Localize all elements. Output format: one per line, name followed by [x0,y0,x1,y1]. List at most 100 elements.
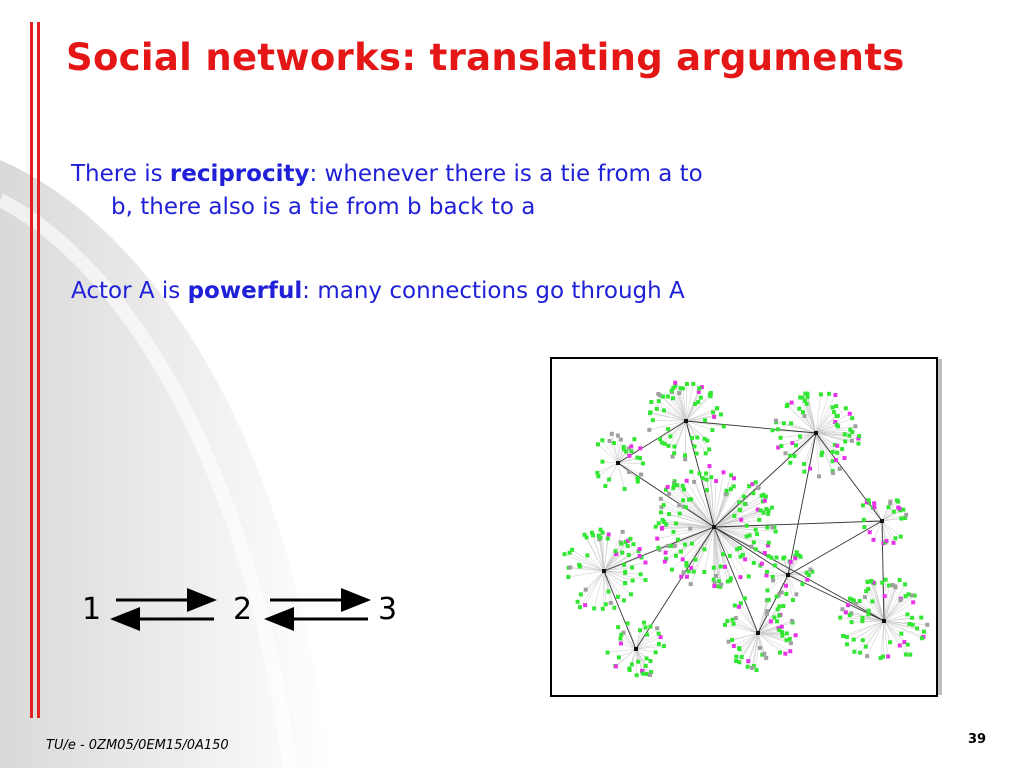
network-node [702,547,707,552]
network-edge [607,648,637,653]
network-node [897,506,902,511]
network-node [800,410,805,415]
network-node [784,591,789,596]
network-node [773,418,778,423]
network-node [764,612,769,617]
network-node [683,457,688,462]
network-node [638,572,643,577]
network-edge [679,513,715,528]
bullet-term: powerful [187,278,303,304]
network-node [703,418,708,423]
network-edge [842,620,885,637]
network-node [630,565,635,570]
network-node [902,640,907,645]
network-node [621,598,626,603]
network-node [919,615,924,620]
network-node [747,484,752,489]
network-node [583,587,588,592]
network-edge [668,420,687,447]
network-edge [713,512,764,528]
network-node [666,443,671,448]
bullet-powerful: Actor A is powerful: many connections go… [71,275,891,308]
network-edge [593,570,605,609]
network-edge [864,520,883,528]
network-node [689,541,694,546]
network-node [677,511,682,516]
network-node [905,612,910,617]
network-node [592,606,597,611]
network-edge [683,489,715,528]
bullet-text-continuation: b, there also is a tie from b back to a [111,194,536,220]
network-node [891,540,896,545]
network-node [863,644,868,649]
network-node [707,392,712,397]
network-edge [571,549,605,572]
network-edge [631,648,637,665]
network-node [636,659,641,664]
network-edge [602,532,605,572]
network-edge [621,634,637,650]
network-edge [713,526,776,532]
network-edge [815,394,836,434]
network-edge [799,432,817,437]
network-edge [757,632,765,654]
network-node [693,557,698,562]
network-node [860,619,865,624]
network-node [678,549,683,554]
network-edge [883,620,911,655]
network-node [735,547,740,552]
network-node [904,512,909,517]
network-node [671,529,676,534]
network-edge [591,532,605,572]
network-edge [685,420,713,431]
network-node [725,618,730,623]
network-edge [815,432,852,441]
network-edge [617,627,637,650]
network-node [794,550,799,555]
network-node [696,399,701,404]
network-edge [815,413,850,434]
network-edge [713,481,717,528]
network-edge [657,526,715,539]
network-edge [570,567,605,572]
network-edge [842,609,885,622]
network-node [627,668,632,673]
network-node [779,624,784,629]
network-edge [603,570,607,605]
network-edge [673,484,715,528]
network-edge [713,490,727,528]
network-node [789,618,794,623]
network-edge [787,404,817,434]
network-node [570,547,575,552]
network-node [846,603,851,608]
network-node [862,595,867,600]
network-node [711,565,716,570]
network-edge [704,526,715,573]
network-edge [757,621,778,634]
network-node [783,451,788,456]
network-node [606,589,611,594]
network-node [776,427,781,432]
network-node [622,581,627,586]
network-node [742,596,747,601]
network-node [884,538,889,543]
network-node [737,507,742,512]
network-node [910,615,915,620]
network-node [831,471,836,476]
network-edge [652,419,687,422]
network-node [856,441,861,446]
network-edge [672,398,687,422]
network-node [656,545,661,550]
network-edge [815,432,845,435]
network-node [802,398,807,403]
network-node [626,553,631,558]
network-node [635,479,640,484]
network-node [590,530,595,535]
network-node [672,543,677,548]
network-node [694,451,699,456]
network-node [634,647,638,651]
network-edge [705,473,715,528]
network-edge [663,521,715,528]
network-node [833,458,838,463]
network-node [766,597,771,602]
